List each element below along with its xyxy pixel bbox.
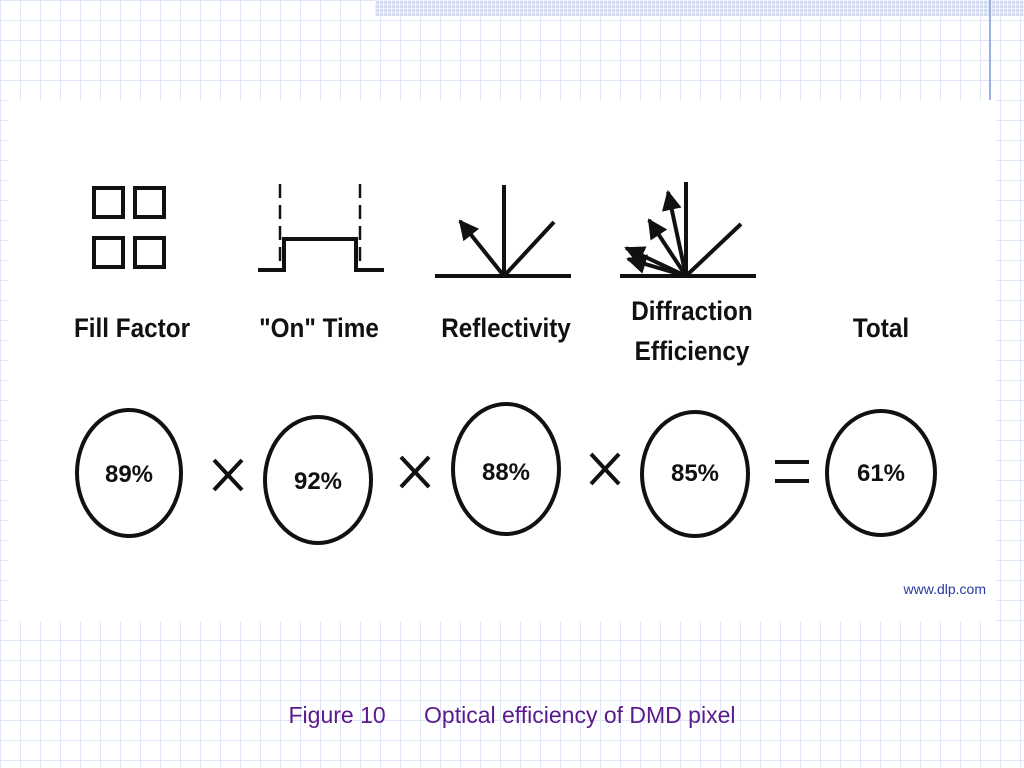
label-diffraction-line2: Efficiency — [635, 337, 750, 366]
value-on-time: 92% — [294, 468, 342, 495]
label-total: Total — [853, 314, 909, 343]
figure-caption: Figure 10 Optical efficiency of DMD pixe… — [0, 702, 1024, 729]
label-reflectivity: Reflectivity — [441, 314, 571, 343]
source-credit: www.dlp.com — [903, 581, 986, 597]
label-on-time: "On" Time — [259, 314, 379, 343]
equals-sign — [775, 460, 809, 483]
value-diffraction: 85% — [671, 460, 719, 487]
fill-factor-icon — [92, 186, 166, 269]
value-total: 61% — [857, 460, 905, 487]
reflectivity-icon — [435, 185, 571, 278]
multiply-sign — [399, 455, 431, 489]
total-value-ellipse — [825, 409, 937, 537]
right-decoration-line — [989, 0, 991, 100]
on-time-icon — [258, 184, 384, 272]
caption-title: Optical efficiency of DMD pixel — [424, 702, 736, 728]
efficiency-diagram: Fill Factor "On" Time Reflectivity Diffr… — [74, 182, 937, 545]
figure-panel: Fill Factor "On" Time Reflectivity Diffr… — [8, 100, 996, 622]
value-reflectivity: 88% — [482, 459, 530, 486]
diffraction-value-ellipse — [640, 410, 750, 538]
on-time-value-ellipse — [263, 415, 373, 545]
label-diffraction-line1: Diffraction — [631, 297, 752, 326]
fill-factor-value-ellipse — [75, 408, 183, 538]
multiply-sign — [589, 452, 621, 486]
multiply-sign — [212, 458, 244, 492]
diffraction-icon — [620, 182, 756, 278]
value-fill-factor: 89% — [105, 461, 153, 488]
reflectivity-value-ellipse — [451, 402, 561, 536]
label-fill-factor: Fill Factor — [74, 314, 190, 343]
caption-number: Figure 10 — [288, 702, 386, 728]
top-decoration-band — [375, 0, 1024, 16]
